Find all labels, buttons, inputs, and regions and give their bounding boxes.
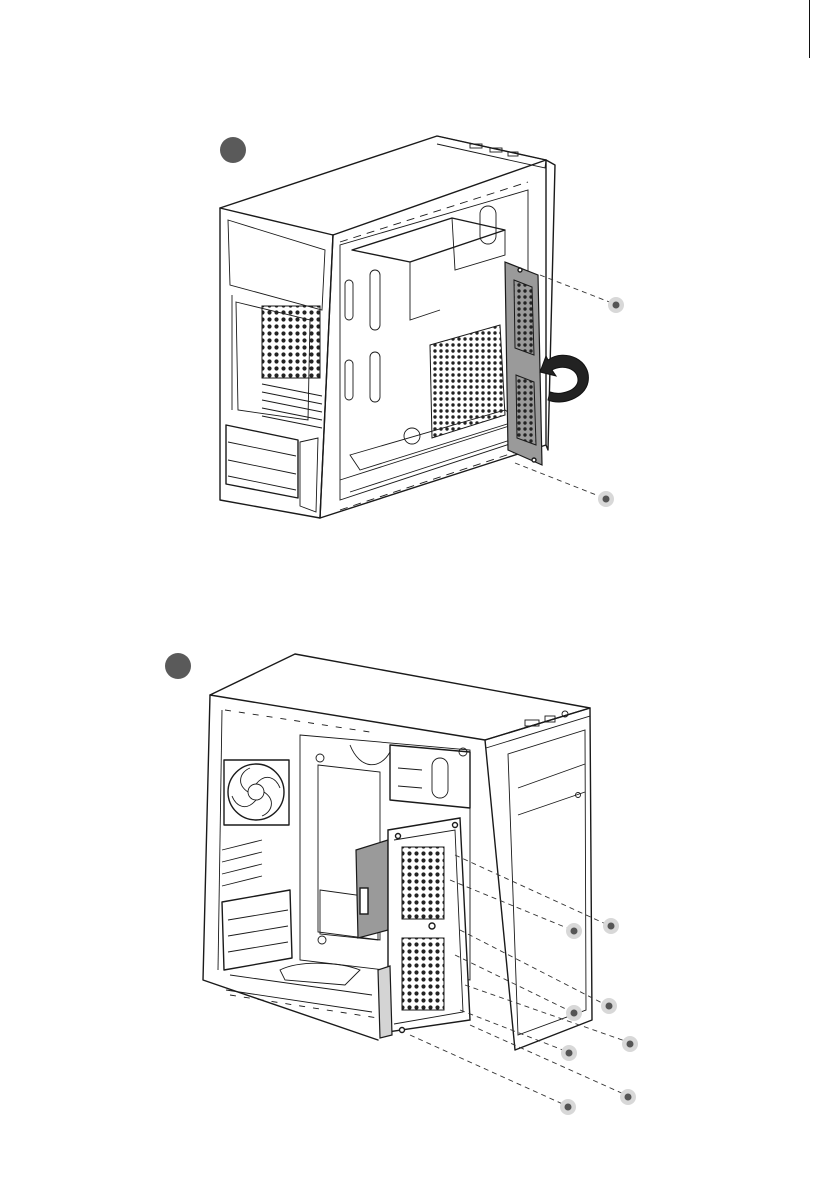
- rotate-arrow-icon: [540, 355, 588, 402]
- screw-guide-bottom: [515, 463, 604, 498]
- case-outline: [220, 136, 555, 518]
- screw-icon: [603, 918, 619, 934]
- step-2-marker: [165, 653, 191, 679]
- step-1-marker: [220, 137, 246, 163]
- step-2-illustration: [0, 640, 839, 1140]
- screw-icon: [620, 1089, 636, 1105]
- fan-icon: [228, 764, 284, 820]
- screw-icon: [601, 998, 617, 1014]
- hard-drive: [356, 840, 388, 938]
- screw-icon: [566, 1005, 582, 1021]
- screw-icon: [608, 297, 624, 313]
- step-1-illustration: [0, 120, 839, 540]
- screw-icon: [560, 1099, 576, 1115]
- page-edge-rule: [809, 0, 810, 58]
- screw-icon: [566, 923, 582, 939]
- screw-guide-top: [540, 275, 612, 303]
- screw-icon: [622, 1036, 638, 1052]
- hdd-drive-bracket: [378, 818, 470, 1038]
- screw-icon: [561, 1045, 577, 1061]
- hdd-side-panel: [505, 262, 542, 465]
- screw-icon: [598, 491, 614, 507]
